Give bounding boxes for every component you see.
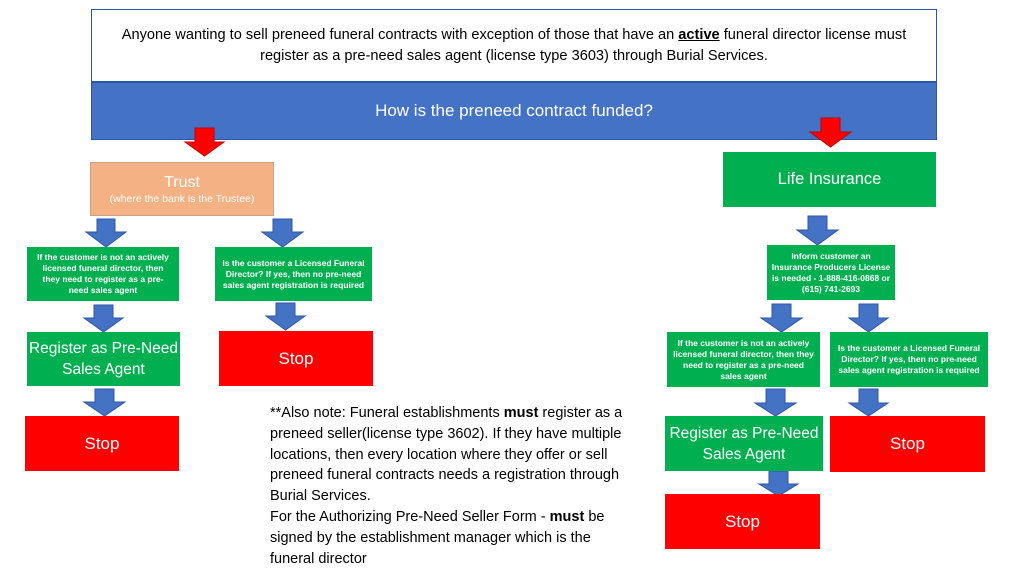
arrow-trust-right (260, 218, 305, 248)
intro-text-before: Anyone wanting to sell preneed funeral c… (121, 26, 679, 43)
trust-box: Trust (where the bank is the Trustee) (90, 162, 274, 216)
trust-not-licensed-box: If the customer is not an actively licen… (27, 247, 179, 301)
life-licensed-box: Is the customer a Licensed Funeral Direc… (830, 332, 988, 387)
trust-stop-right: Stop (219, 331, 373, 386)
intro-emphasis: active (678, 26, 720, 43)
trust-subtitle: (where the bank is the Trustee) (109, 192, 255, 205)
note-paragraph-2: For the Authorizing Pre-Need Seller Form… (270, 507, 630, 569)
life-register-box: Register as Pre-Need Sales Agent (665, 416, 823, 471)
note-p2-must: must (549, 508, 585, 525)
life-inform-box: Inform customer an Insurance Producers L… (767, 245, 895, 300)
note-paragraph-1: **Also note: Funeral establishments must… (270, 403, 630, 507)
arrow-register-stop-r (757, 470, 800, 497)
arrow-right-stop-r (847, 388, 890, 417)
arrow-register-stop (82, 388, 127, 417)
trust-register-box: Register as Pre-Need Sales Agent (27, 332, 180, 386)
intro-statement: Anyone wanting to sell preneed funeral c… (91, 9, 937, 82)
arrow-inform-left (759, 303, 804, 333)
note-p1-must: must (503, 405, 539, 421)
also-note: **Also note: Funeral establishments must… (270, 403, 630, 569)
arrow-left-register (82, 304, 125, 333)
arrow-red-trust (183, 127, 226, 157)
intro-text-after: funeral director license must register a… (260, 26, 907, 64)
note-p1-start: **Also note: Funeral establishments (270, 405, 504, 421)
trust-licensed-box: Is the customer a Licensed Funeral Direc… (215, 247, 372, 301)
note-p1-end: register as a preneed seller(license typ… (270, 405, 623, 505)
life-insurance-box: Life Insurance (723, 152, 936, 207)
arrow-inform-right (847, 303, 890, 333)
arrow-trust-left (84, 218, 128, 248)
trust-title: Trust (164, 173, 200, 191)
arrow-life-inform (795, 215, 840, 246)
funding-question: How is the preneed contract funded? (91, 82, 937, 140)
life-stop-left: Stop (665, 494, 820, 549)
note-p2-start: For the Authorizing Pre-Need Seller Form… (270, 508, 550, 525)
note-p2-end: be signed by the establishment manager w… (270, 508, 605, 567)
arrow-right-stop (264, 302, 307, 331)
arrow-left-register-r (753, 388, 798, 417)
trust-stop-left: Stop (25, 416, 179, 471)
life-stop-right: Stop (830, 416, 985, 472)
life-not-licensed-box: If the customer is not an actively licen… (667, 332, 820, 387)
arrow-red-life (808, 117, 853, 148)
